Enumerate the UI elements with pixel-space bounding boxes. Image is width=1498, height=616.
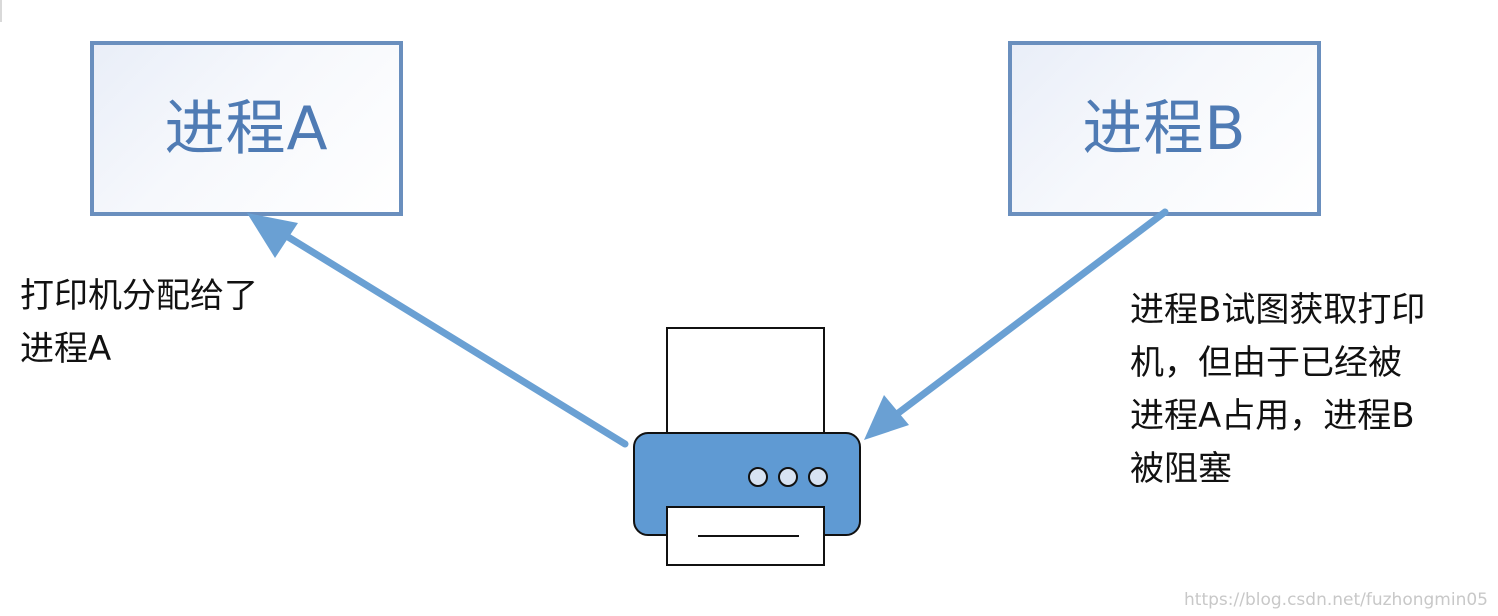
arrow-to-process-a (276, 228, 629, 448)
process-b-label: 进程B (1082, 93, 1247, 164)
note-process-b-blocked: 进程B试图获取打印 机，但由于已经被 进程A占用，进程B 被阻塞 (1130, 284, 1475, 496)
note-b-line-1: 进程B试图获取打印 (1130, 290, 1426, 330)
process-a-label: 进程A (164, 93, 329, 164)
process-a-box: 进程A (90, 41, 403, 216)
note-a-line-2: 进程A (20, 329, 112, 369)
note-b-line-2: 机，但由于已经被 (1130, 343, 1402, 383)
note-printer-allocated: 打印机分配给了 进程A (20, 270, 320, 376)
arrow-head-b (864, 395, 909, 440)
process-b-box: 进程B (1008, 41, 1321, 216)
printer-button-1 (748, 467, 768, 487)
printer-button-2 (778, 467, 798, 487)
note-b-line-3: 进程A占用，进程B (1130, 396, 1415, 436)
note-b-line-4: 被阻塞 (1130, 449, 1232, 489)
note-a-line-1: 打印机分配给了 (20, 276, 258, 316)
edge-mark (0, 0, 2, 22)
printer-button-3 (808, 467, 828, 487)
arrow-head-a (247, 213, 298, 258)
watermark: https://blog.csdn.net/fuzhongmin05 (1184, 590, 1488, 610)
printer-icon (633, 327, 861, 566)
arrow-from-process-b (889, 208, 1169, 421)
